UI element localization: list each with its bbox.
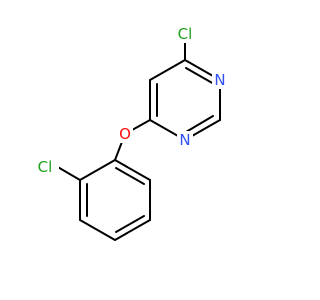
phenyl-ring [55,133,151,241]
atom-n-bottom: N [179,131,190,149]
bond-ortho-cl [55,165,81,181]
pyrimidine-ring [124,37,221,141]
structure-diagram: Cl N N O Cl [33,25,228,241]
atom-cl-top: Cl [178,25,193,43]
bond-para-meta [79,219,116,241]
atom-o-ether: O [119,125,131,143]
atom-labels: Cl N N O Cl [33,25,228,176]
bond-c6-c5 [149,59,186,81]
bond-ipso-ortho2 [114,159,151,181]
bond-ipso-ortho2-inner [115,167,145,185]
bond-meta2-para-inner [115,215,145,233]
bond-c6-n1-inner [185,67,215,85]
bond-meta2-para [114,219,151,241]
atom-n-right: N [214,71,225,89]
bond-c2-n3-inner [185,115,214,133]
atom-cl-phenyl: Cl [38,158,53,176]
bond-ipso-ortho [79,159,116,181]
